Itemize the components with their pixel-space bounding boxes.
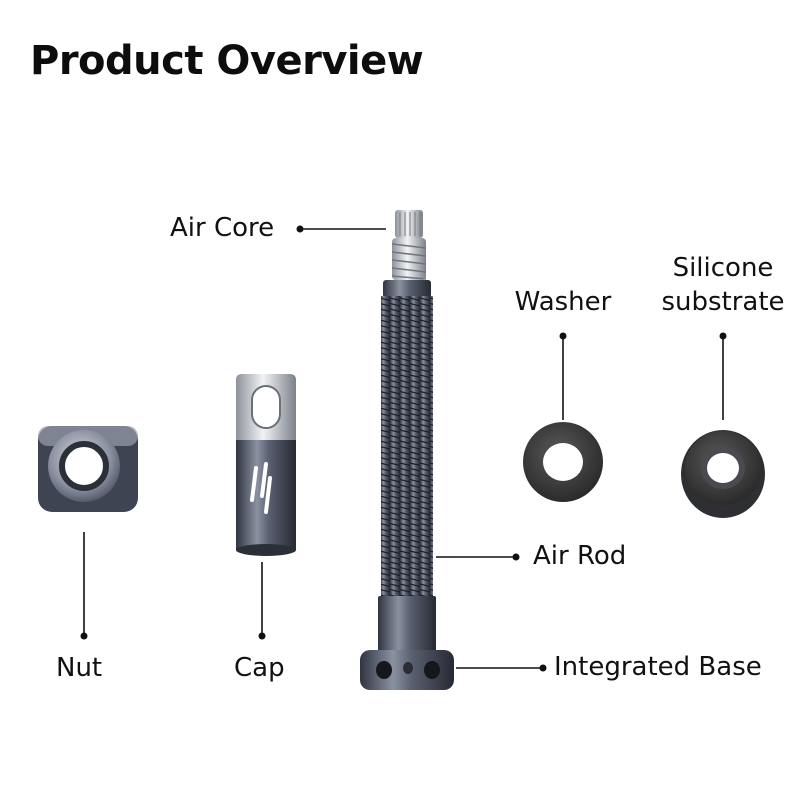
washer-part — [523, 422, 603, 502]
label-cap: Cap — [234, 653, 285, 683]
air-core-part — [391, 210, 427, 280]
leader-cap — [258, 562, 266, 640]
label-integrated-base: Integrated Base — [554, 652, 762, 682]
leader-air-rod — [436, 553, 520, 561]
label-washer: Washer — [514, 287, 612, 317]
label-nut: Nut — [56, 653, 103, 683]
label-air-core: Air Core — [170, 213, 275, 243]
silicone-substrate-part — [681, 430, 765, 518]
label-silicone-line1: Silicone — [672, 253, 774, 283]
label-air-rod: Air Rod — [533, 541, 627, 571]
leader-air-core — [296, 225, 386, 233]
leader-silicone — [719, 332, 727, 420]
leader-integrated-base — [456, 664, 547, 672]
label-silicone-line2: substrate — [661, 287, 785, 317]
nut-part — [38, 426, 138, 512]
leader-nut — [80, 532, 88, 640]
air-valve-assembly — [360, 210, 454, 690]
cap-part — [236, 374, 296, 556]
integrated-base-part — [360, 596, 454, 690]
page-title: Product Overview — [30, 38, 424, 84]
air-rod-part — [381, 280, 433, 596]
leader-washer — [559, 332, 567, 420]
